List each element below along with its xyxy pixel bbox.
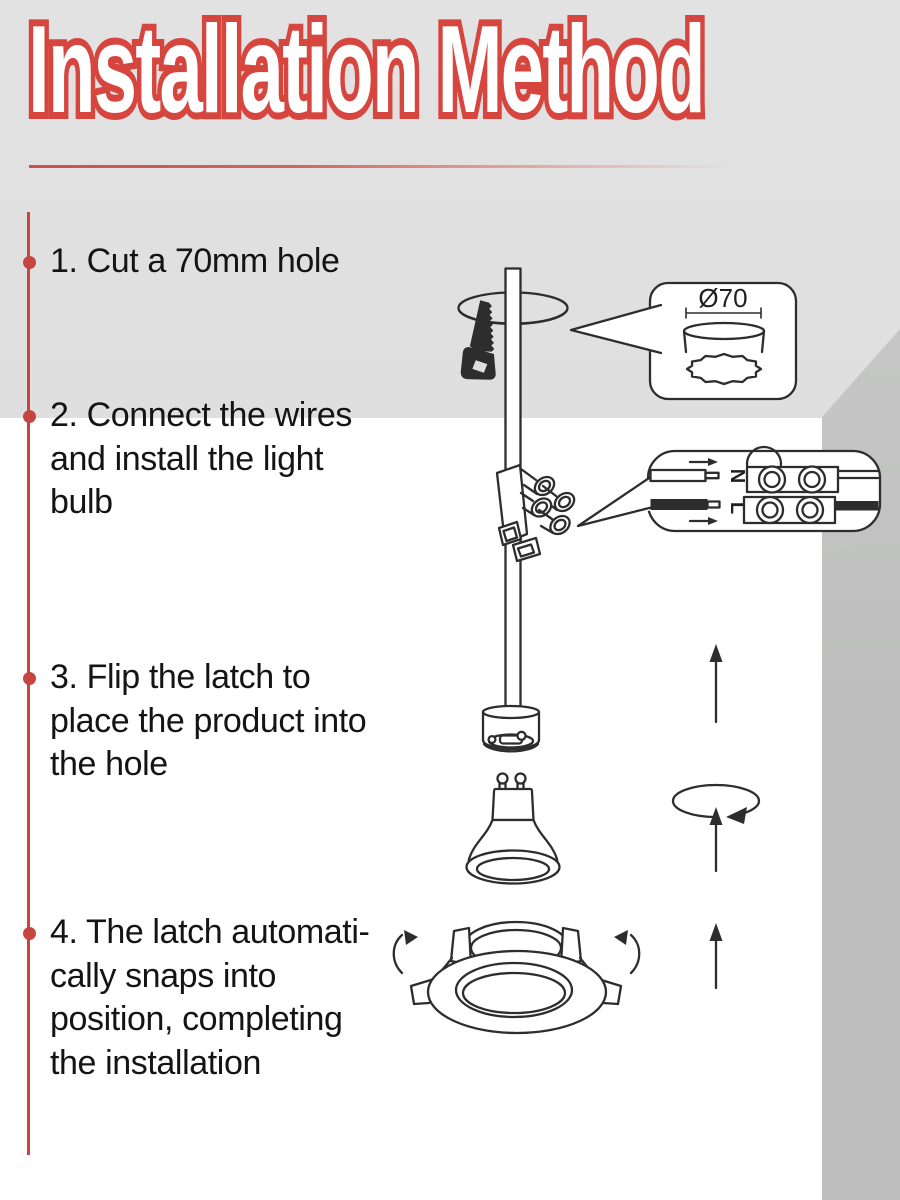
step-3-line-1: 3. Flip the latch to [50,658,311,696]
neutral-wire [649,468,720,483]
up-arrow-2 [709,807,723,873]
title-divider [29,165,789,168]
page-title-text: Installation Method [28,1,706,139]
screw-terminal [757,465,787,494]
gu10-bulb [465,772,561,885]
wire-arrow-top [688,458,718,466]
step-item-3: 3. Flip the latch to place the product i… [50,656,470,787]
step-4-line-4: the installation [50,1043,261,1082]
page-title-outline: Installation Method [24,1,711,139]
latch-arrow-right [614,930,641,975]
step-2-line-3: bulb [50,483,113,521]
wire-arrow-bottom [688,517,718,525]
wiring-callout: N L [576,445,882,533]
hole-saw-cutter [682,321,766,386]
terminal-strip-top [745,465,880,494]
dimension-line [685,307,762,319]
step-item-1: 1. Cut a 70mm hole [50,240,470,284]
step-1-line-1: 1. Cut a 70mm hole [50,242,340,280]
timeline-dot-2 [22,409,36,423]
step-item-2: 2. Connect the wires and install the lig… [50,394,470,525]
screw-terminal [755,495,785,525]
step-4-line-3: position, completing [50,1000,343,1038]
step-4-line-2: cally snaps into [50,956,277,995]
step-3-line-2: place the product into [50,701,367,740]
wire-connector-block [495,463,576,563]
up-arrow-1 [709,644,723,724]
step-2-line-1: 2. Connect the wires [50,396,352,434]
live-wire [650,499,721,510]
step-item-4: 4. The latch automati- cally snaps into … [50,911,470,1085]
connector-barrel [537,508,571,536]
screw-terminal [797,465,827,494]
timeline-dot-3 [22,671,36,685]
screw-terminal [795,495,825,525]
hole-size-callout: Ø70 [569,281,798,401]
lamp-socket [481,704,541,753]
terminal-strip-bottom [742,495,879,525]
latch-arrow-left [392,930,418,975]
step-2-line-2: and install the light [50,439,324,478]
up-arrow-3 [709,923,723,990]
downlight-fixture [392,920,641,1035]
hole-diameter-label: Ø70 [698,283,747,313]
timeline-dot-1 [22,255,36,269]
neutral-label: N [726,469,748,483]
live-label: L [726,502,748,514]
step-4-line-1: 4. The latch automati- [50,913,370,951]
timeline-dot-4 [22,926,36,940]
handsaw-icon [460,300,496,380]
step-3-line-3: the hole [50,745,168,783]
